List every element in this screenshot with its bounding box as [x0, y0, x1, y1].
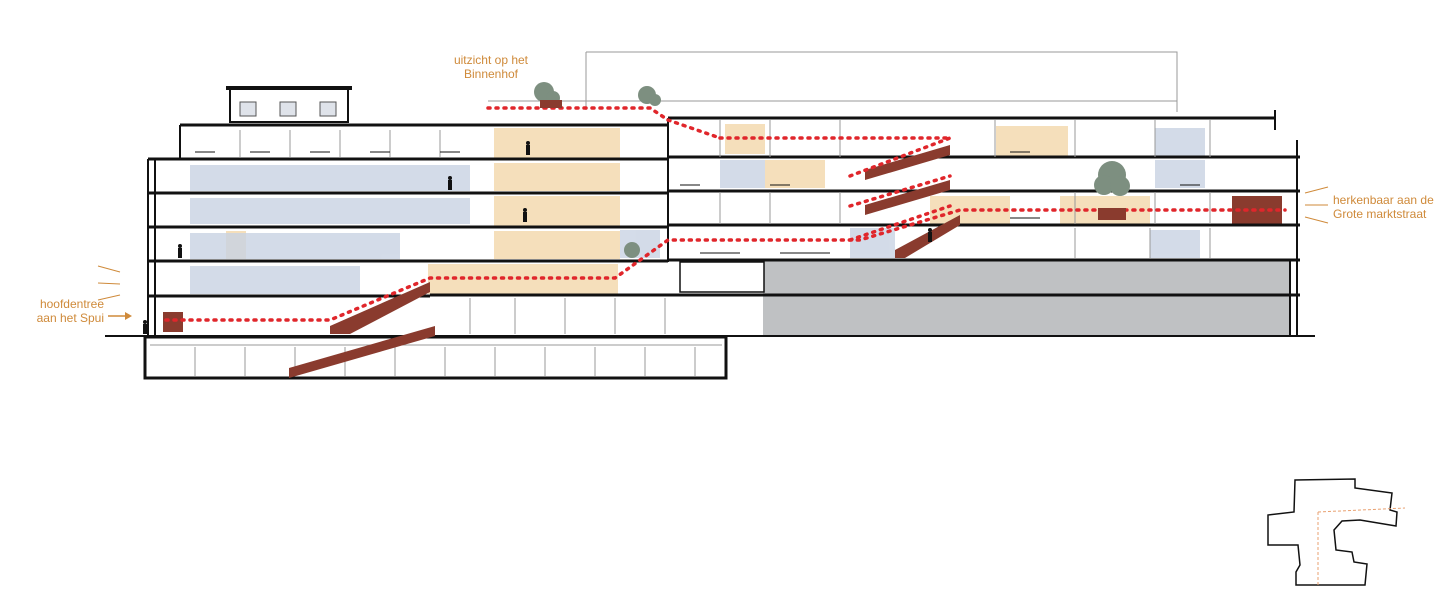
tree-icon: [624, 242, 640, 258]
annotation-grote-marktstraat-line1: herkenbaar aan de: [1333, 193, 1434, 207]
building-outline: [147, 110, 1298, 336]
basement: [143, 335, 728, 380]
annotation-grote-marktstraat-line2: Grote marktstraat: [1333, 207, 1427, 221]
annotation-main-entrance-line2: aan het Spui: [36, 311, 104, 325]
table-chairs-icon: [195, 151, 1200, 254]
tree-icon: [1094, 161, 1130, 220]
route-path: [164, 106, 1287, 322]
tree-icon: [534, 82, 562, 108]
parking-block: [679, 260, 1291, 336]
annotation-main-entrance-line1: hoofdentree: [39, 297, 104, 311]
site-key-plan-icon: [1267, 478, 1406, 586]
existing-shell-outline: [585, 51, 1178, 112]
annotation-view-binnenhof-line1: uitzicht op het: [453, 53, 529, 67]
person-icon: [143, 141, 932, 334]
annotation-main-entrance: hoofdentree aan het Spui: [8, 297, 104, 325]
marktstraat-visibility-rays: [1304, 186, 1329, 224]
annotation-view-binnenhof: uitzicht op het Binnenhof: [436, 53, 546, 81]
entrance-visibility-rays: [97, 265, 121, 301]
arrow-right-icon: [108, 312, 132, 320]
annotation-grote-marktstraat: herkenbaar aan de Grote marktstraat: [1333, 193, 1437, 221]
accent-panels: [163, 196, 1282, 332]
annotation-view-binnenhof-line2: Binnenhof: [463, 67, 519, 81]
rooftop-pavilion: [226, 86, 352, 123]
tree-icon: [638, 86, 661, 106]
ramps: [289, 145, 960, 378]
